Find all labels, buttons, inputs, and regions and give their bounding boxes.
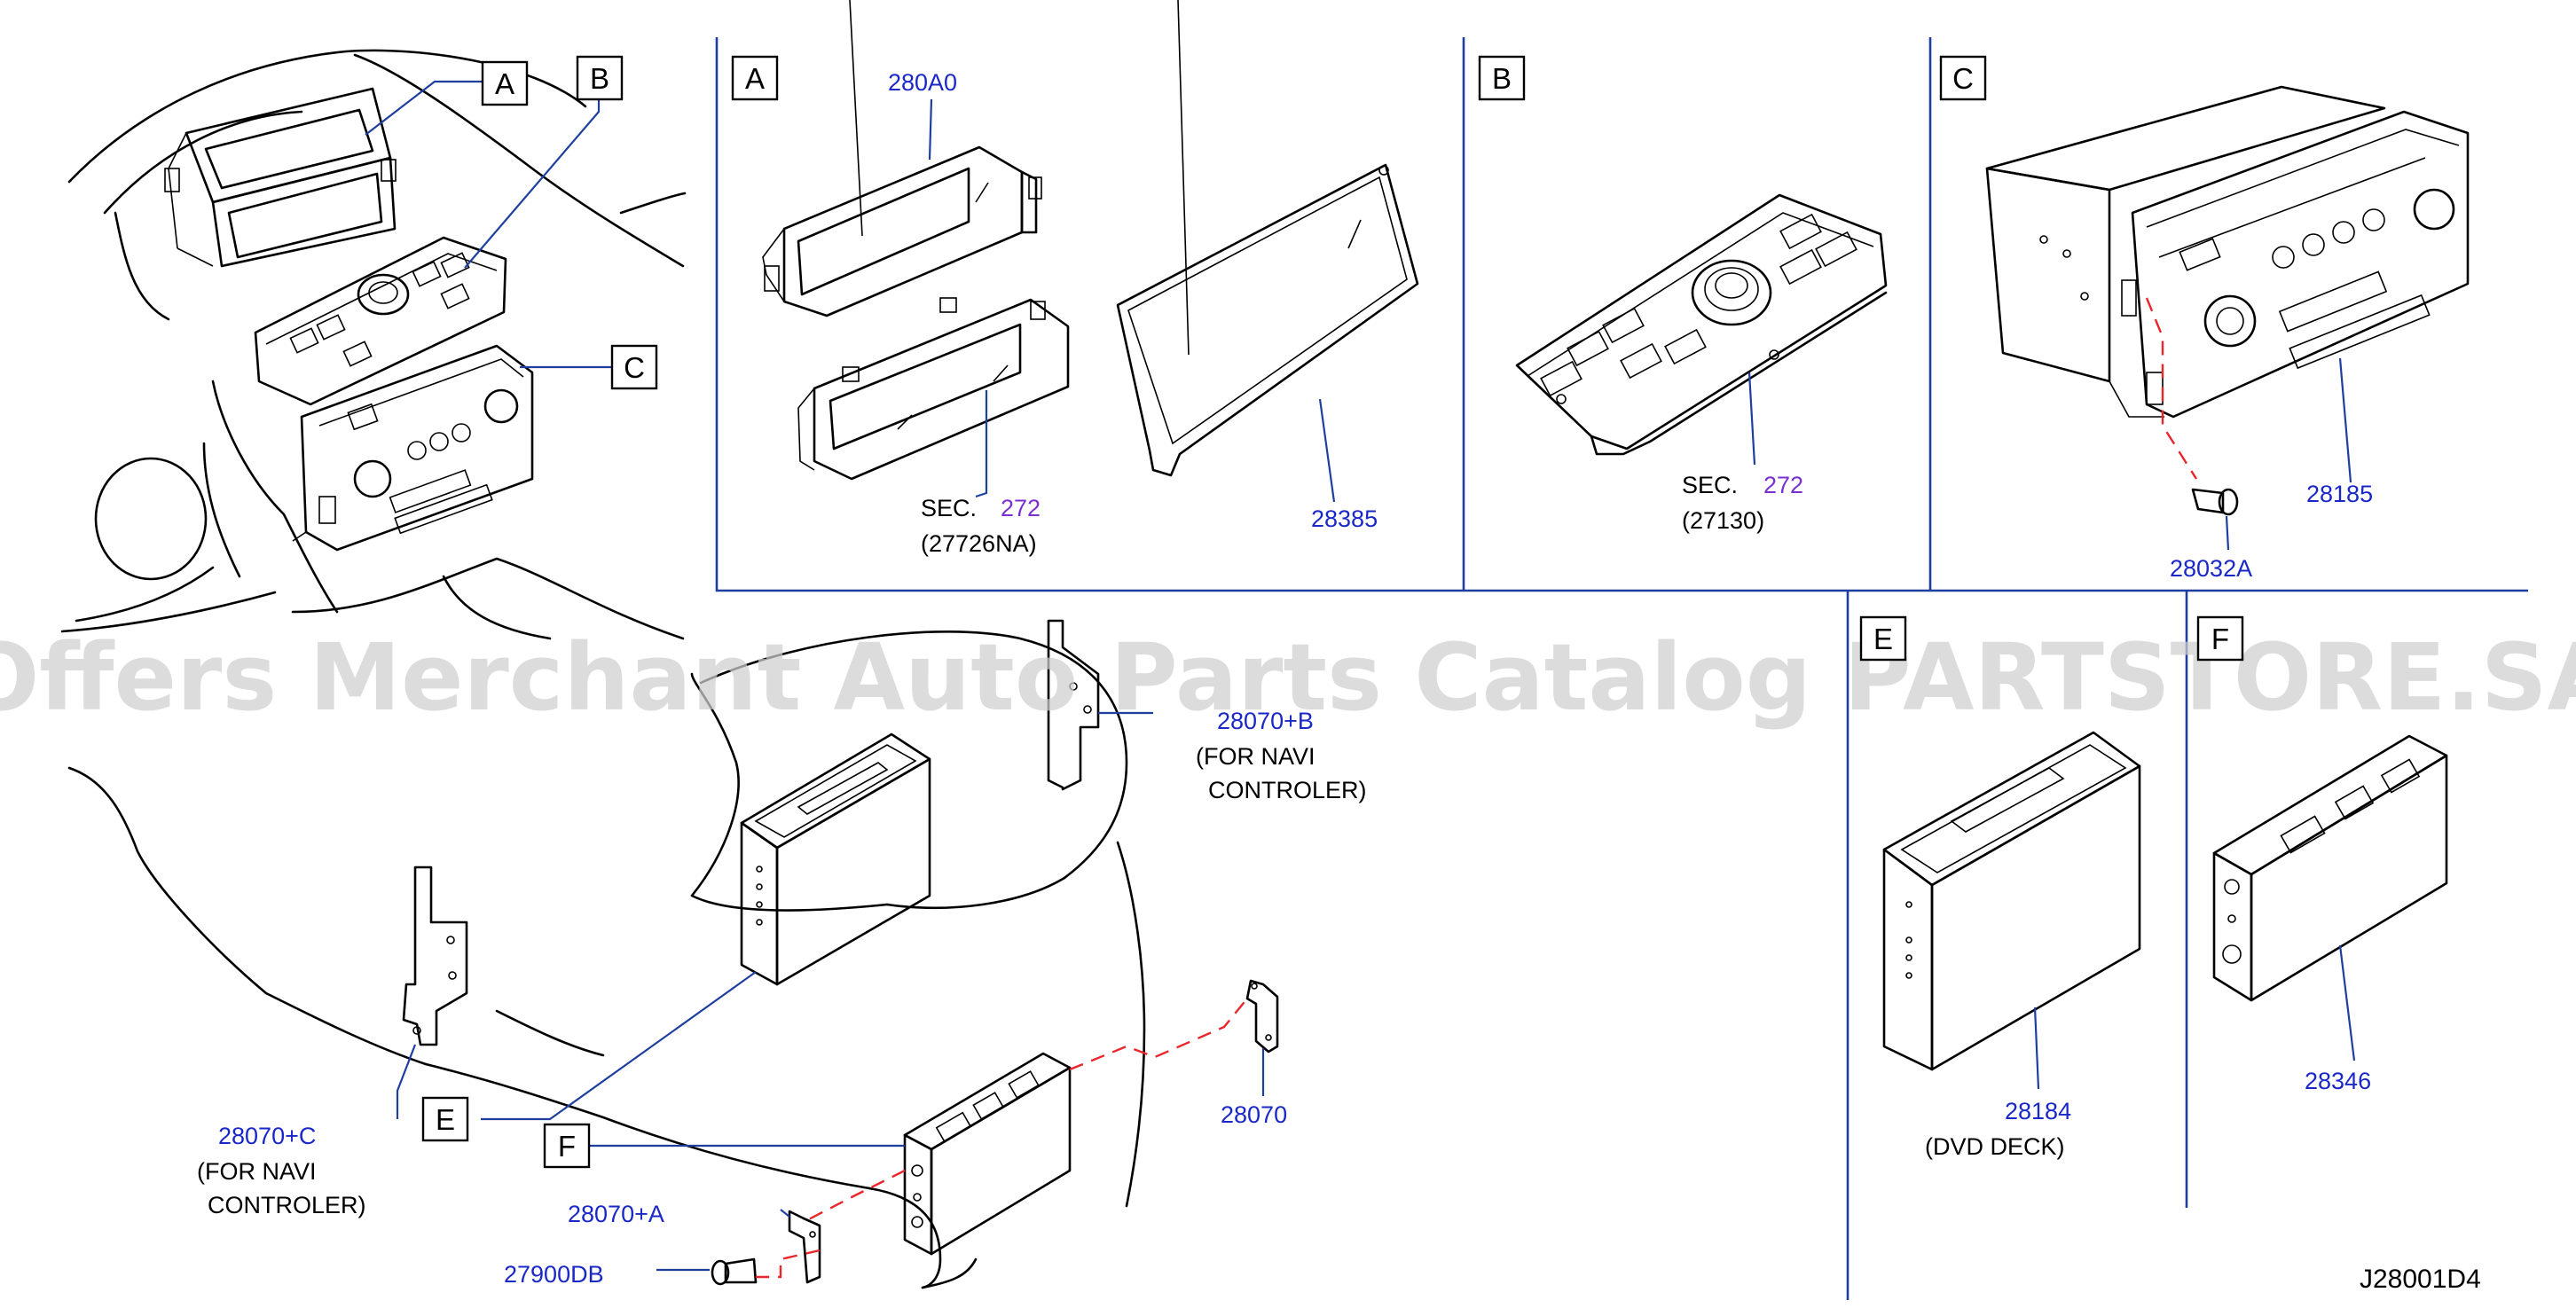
panel-f-navi-controller xyxy=(2212,734,2448,1002)
panel-f-leaders xyxy=(2338,944,2356,1061)
main-dvd-deck xyxy=(740,732,931,986)
callout-tag-b: B xyxy=(576,55,624,101)
bracket-28070-b xyxy=(1047,619,1100,791)
svg-text:C: C xyxy=(1952,62,1974,95)
panel-c-audio-unit xyxy=(1985,85,2470,419)
svg-text:E: E xyxy=(436,1103,455,1136)
panel-tag-a: A xyxy=(731,55,779,101)
panel-b-sec-ref: (27130) xyxy=(1682,507,1764,534)
part-label-28032a[interactable]: 28032A xyxy=(2170,555,2252,582)
main-audio-unit xyxy=(292,344,534,552)
part-label-28070[interactable]: 28070 xyxy=(1221,1101,1287,1128)
panel-a-sec-number[interactable]: 272 xyxy=(1001,495,1041,521)
panel-a-leaders xyxy=(928,98,1336,503)
screw-27900db xyxy=(711,1257,758,1286)
part-label-28346[interactable]: 28346 xyxy=(2305,1068,2371,1094)
dashboard-outline xyxy=(60,49,1146,1289)
panel-tag-c: C xyxy=(1939,55,1987,101)
bracket-b-note-line1: (FOR NAVI xyxy=(1196,743,1315,770)
panel-a-sec-prefix: SEC. xyxy=(921,495,977,521)
callout-tag-c: C xyxy=(610,344,658,390)
callout-tag-f: F xyxy=(543,1123,591,1169)
panel-tag-f: F xyxy=(2196,615,2244,662)
panel-c-dashed xyxy=(2145,297,2198,480)
main-navi-controller xyxy=(903,1052,1072,1256)
svg-text:B: B xyxy=(590,62,609,95)
panel-tag-e: E xyxy=(1859,615,1907,662)
panel-b-leaders xyxy=(1747,372,1756,466)
bracket-28070-c xyxy=(402,866,468,1046)
main-leader-lines xyxy=(365,80,1265,1272)
bracket-b-note-line2: CONTROLER) xyxy=(1208,777,1367,803)
svg-text:A: A xyxy=(745,62,765,95)
diagram-code: J28001D4 xyxy=(2360,1265,2481,1294)
part-label-28070-b[interactable]: 28070+B xyxy=(1217,708,1314,734)
part-label-28185[interactable]: 28185 xyxy=(2306,481,2373,507)
svg-text:F: F xyxy=(558,1130,576,1163)
panel-e-dvd-deck xyxy=(1882,731,2141,1071)
panel-b-sec-number[interactable]: 272 xyxy=(1763,472,1803,498)
panel-e-note: (DVD DECK) xyxy=(1925,1133,2065,1160)
main-dashed-lines xyxy=(756,998,1248,1279)
bracket-c-note-line1: (FOR NAVI xyxy=(197,1158,317,1185)
callout-tag-e: E xyxy=(421,1096,469,1142)
main-climate-panel xyxy=(254,236,507,406)
panel-b-climate-control xyxy=(1515,193,1888,456)
panel-a-display-cover xyxy=(1116,0,1419,477)
callout-tag-a: A xyxy=(481,60,529,106)
panel-a-sec-ref: (27726NA) xyxy=(921,530,1037,557)
panel-e-leaders xyxy=(2033,1007,2040,1090)
svg-text:E: E xyxy=(1873,623,1893,655)
main-display-unit xyxy=(164,87,397,268)
part-label-28385[interactable]: 28385 xyxy=(1311,505,1378,532)
svg-text:B: B xyxy=(1492,62,1512,95)
panel-c-screw xyxy=(2191,488,2239,516)
panel-tag-b: B xyxy=(1478,55,1526,101)
bracket-c-note-line2: CONTROLER) xyxy=(208,1192,366,1218)
part-label-28070-a[interactable]: 28070+A xyxy=(568,1201,664,1227)
part-label-27900db[interactable]: 27900DB xyxy=(504,1261,604,1288)
svg-text:A: A xyxy=(495,67,514,100)
panel-c-leaders xyxy=(2225,357,2352,551)
bracket-28070-a xyxy=(788,1210,821,1284)
panel-b-sec-prefix: SEC. xyxy=(1682,472,1738,498)
panel-a-display-unit xyxy=(762,0,1070,481)
watermark: Offers Merchant Auto Parts Catalog PARTS… xyxy=(0,623,2576,732)
svg-text:F: F xyxy=(2211,623,2229,655)
part-label-28184[interactable]: 28184 xyxy=(2005,1098,2071,1124)
panel-frames xyxy=(715,37,2528,1300)
svg-text:C: C xyxy=(624,351,645,384)
part-label-280a0[interactable]: 280A0 xyxy=(888,69,957,96)
part-label-28070-c[interactable]: 28070+C xyxy=(218,1123,316,1149)
bracket-28070 xyxy=(1245,979,1279,1054)
